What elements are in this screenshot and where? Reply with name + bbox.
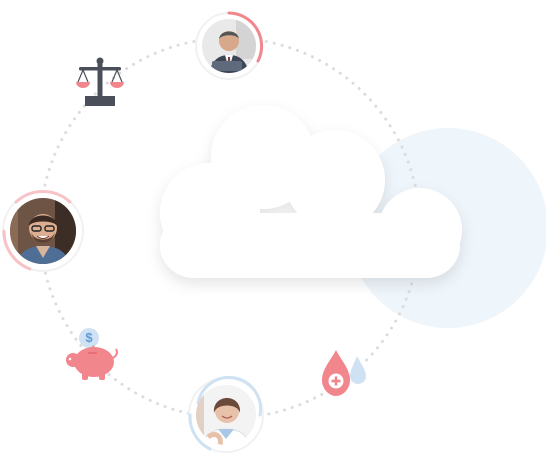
cloud-icon [160,105,462,278]
avatar-doctor-woman [186,375,266,455]
scales-of-justice-icon [76,57,124,106]
dollar-coin-icon: $ [85,330,93,345]
piggy-bank-icon [66,328,118,380]
water-drop-icon [350,356,366,384]
blood-drop-plus-icon [322,350,366,396]
avatar-businessman [192,9,266,83]
avatar-smiling-man [0,188,86,274]
